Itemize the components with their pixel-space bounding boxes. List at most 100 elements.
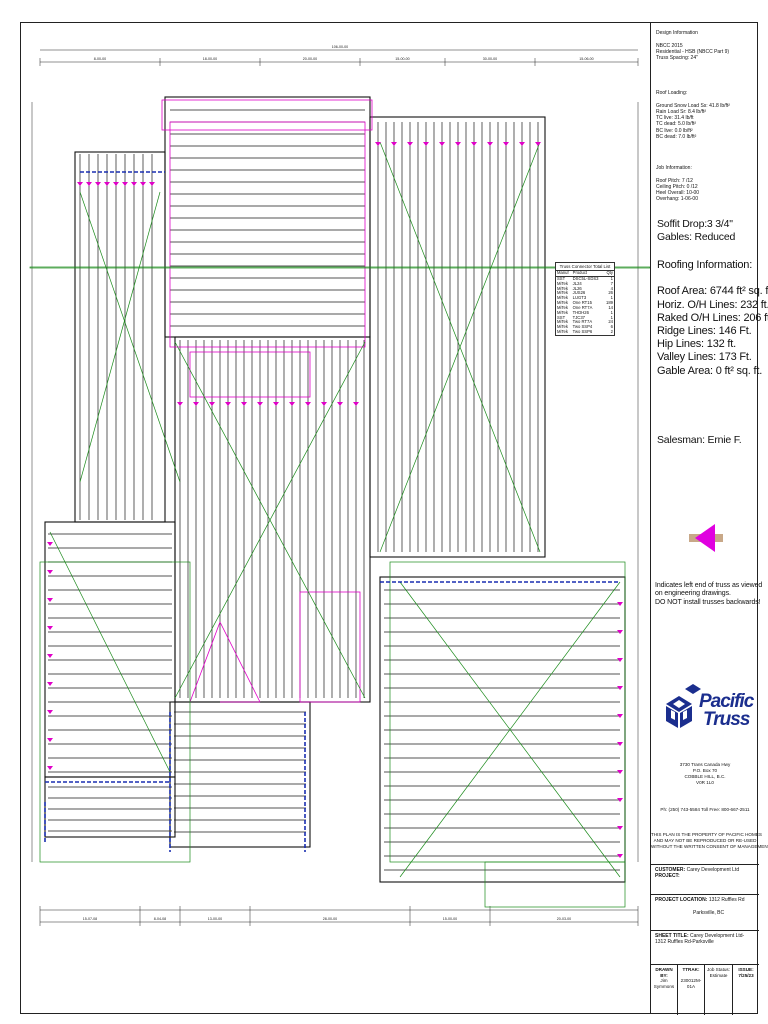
truss-direction-arrow [617, 854, 623, 858]
truss-direction-arrow [47, 682, 53, 686]
connector-cell: 4 [610, 285, 613, 291]
truss-direction-arrow [617, 770, 623, 774]
job-status-cell: Job Status: Estimate [705, 965, 733, 1015]
roof-load-line: TC live: 31.4 lb/ft [656, 115, 694, 121]
connector-header-cell: Qty [603, 270, 614, 277]
connector-cell: 1 [610, 295, 613, 301]
truss-direction-arrow [47, 710, 53, 714]
dimension-lines [31, 49, 639, 926]
connector-cell: 6 [610, 324, 613, 330]
roof-load-line: BC live: 0.0 lb/ft² [656, 127, 693, 134]
connector-cell: 14 [608, 304, 613, 310]
truss-direction-arrow [47, 598, 53, 602]
ttrak-label: TTRAK: [682, 967, 700, 972]
connector-cell: MiTek [557, 290, 568, 296]
truss-direction-arrow [122, 182, 128, 186]
dimension-label: 28-00-00 [323, 917, 337, 921]
connector-cell: 1 [610, 314, 613, 320]
drawn-by-label: DRAWN BY: [655, 967, 673, 978]
girder-outline [299, 591, 361, 703]
roofing-heading: Roofing Information: [657, 259, 753, 271]
truss-direction-arrow [86, 182, 92, 186]
truss-direction-arrow [503, 142, 509, 146]
truss-direction-arrow [149, 182, 155, 186]
connector-cell: 1 [610, 275, 613, 281]
job-info-line: Heel Overall: 10-00 [656, 190, 700, 196]
company-address: 3730 Trans Canada Hwy P.O. Box 70 COBBLE… [651, 762, 759, 786]
connector-cell: MiTek [557, 295, 568, 301]
green-box [484, 861, 626, 908]
pacific-truss-logo: Pacific Truss [666, 684, 756, 730]
truss-direction-arrow [423, 142, 429, 146]
truss-direction-arrow [617, 630, 623, 634]
truss-direction-arrow [95, 182, 101, 186]
hip-line [189, 621, 221, 703]
girder-outline [161, 99, 373, 131]
job-meta-row: DRAWN BY: Jim Symmons TTRAK: 230012M-01A… [651, 964, 759, 1015]
connector-cell: MiTek [557, 329, 568, 334]
notice-line: AND MAY NOT BE REPRODUCED OR RE-USED [653, 838, 757, 844]
roof-load-line: Ground Snow Load Ss: 41.8 lb/ft² [656, 102, 730, 109]
connector-cell: MiTek [557, 304, 568, 310]
connector-cell: MiTek [557, 280, 568, 286]
connector-cell: SST [557, 275, 566, 281]
truss-direction-arrow [193, 402, 199, 406]
connector-cell: LUGT3 [572, 295, 587, 301]
ttrak-value: 230012M-01A [680, 978, 702, 990]
outline-block [379, 576, 626, 883]
address-line: COBBLE HILL, B.C. [684, 773, 726, 779]
connector-cell: THDH26 [572, 309, 589, 315]
design-residential: Residential - HSB (NBCC Part 9) [656, 48, 730, 55]
arrow-note-line: on engineering drawings. [655, 590, 731, 598]
soffit-drop: Soffit Drop:3 3/4" [657, 218, 733, 230]
truss-direction-arrow [617, 686, 623, 690]
customer-label: CUSTOMER: [655, 867, 686, 873]
connector-cell: Two SSP6 [572, 329, 593, 334]
connector-cell: 24 [608, 319, 613, 325]
beam-lines [44, 171, 620, 852]
design-information: Design Information NBCC 2015 Residential… [656, 30, 729, 61]
truss-direction-arrow [47, 542, 53, 546]
design-info-heading: Design Information [656, 30, 698, 36]
ownership-notice: THIS PLAN IS THE PROPERTY OF PACIFIC HOM… [651, 832, 768, 851]
sheet-title-value: Carey Development Ltd-1312 Ruffles Rd-Pa… [655, 933, 745, 946]
title-block: Design Information NBCC 2015 Residential… [650, 22, 768, 1015]
dimension-label: 30-00-00 [483, 57, 497, 61]
job-status-value: Estimate [709, 972, 728, 978]
truss-direction-arrow [337, 402, 343, 406]
issue-cell: ISSUE: 7/25/23 [733, 965, 759, 1015]
truss-spacing: Truss Spacing: 24" [656, 55, 698, 61]
job-status-label: Job Status: [707, 967, 730, 972]
salesman: Salesman: Ernie F. [657, 434, 742, 446]
drawing-sheet-border [20, 22, 758, 1014]
truss-direction-arrow [617, 742, 623, 746]
project-location-box: PROJECT LOCATION: 1312 Ruffles Rd Parksv… [651, 894, 759, 930]
dimension-label: 8-04-08 [154, 917, 166, 921]
connector-cell: 189 [606, 300, 613, 306]
connector-header-cell: Product [571, 270, 604, 277]
truss-direction-arrow [617, 798, 623, 802]
connector-header-cell: Manuf [556, 270, 572, 277]
truss-direction-arrow [471, 142, 477, 146]
notice-line: WITHOUT THE WRITTEN CONSENT OF MANAGEMEN… [651, 844, 768, 850]
dimension-label: 15-00-00 [443, 917, 457, 921]
project-label: PROJECT: [655, 873, 680, 880]
connector-cell: SST [557, 314, 566, 320]
dimension-label: 15-06-00 [579, 57, 593, 61]
connector-cell: MiTek [557, 300, 568, 306]
truss-direction-arrow [391, 142, 397, 146]
connector-cell: 7 [610, 280, 613, 286]
truss-direction-arrow [439, 142, 445, 146]
roofing-line: Raked O/H Lines: 206 ft. [657, 311, 768, 324]
girder-outline [169, 121, 366, 348]
outline-block [44, 776, 176, 838]
truss-direction-arrow [257, 402, 263, 406]
connector-cell: MiTek [557, 319, 568, 325]
